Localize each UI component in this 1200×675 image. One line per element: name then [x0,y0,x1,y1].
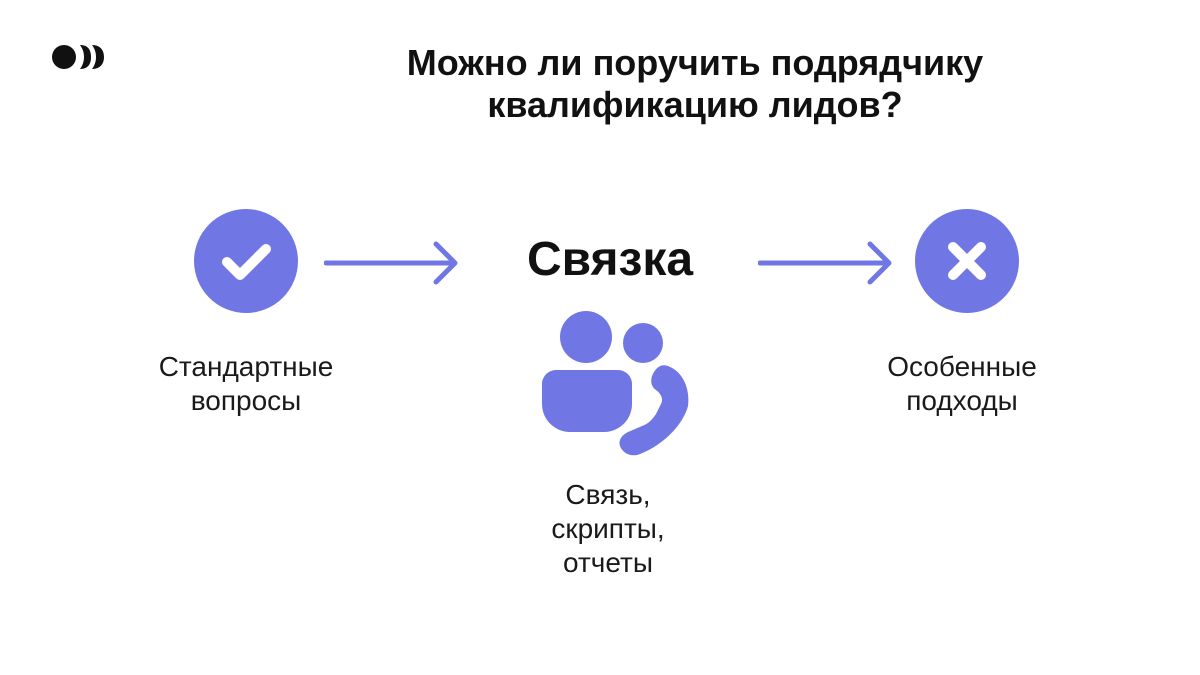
right-caption: Особенные подходы [832,350,1092,418]
check-icon [194,209,298,313]
title-line-1: Можно ли поручить подрядчику [406,42,984,83]
logo-icon [51,44,105,70]
arrow-right-icon [757,238,894,288]
title-line-2: квалификацию лидов? [487,84,903,125]
left-caption: Стандартные вопросы [116,350,376,418]
arrow-right-icon [323,238,460,288]
people-phone-icon [538,306,692,456]
right-caption-line-2: подходы [906,385,1018,416]
page-title: Можно ли поручить подрядчику квалификаци… [0,42,1200,126]
center-caption-line-3: отчеты [563,547,653,578]
left-caption-line-2: вопросы [190,385,302,416]
left-caption-line-1: Стандартные [158,351,334,382]
center-caption-line-1: Связь, [565,479,651,510]
center-caption: Связь, скрипты, отчеты [480,478,736,580]
center-label: Связка [526,233,694,286]
cross-icon [915,209,1019,313]
center-caption-line-2: скрипты, [551,513,665,544]
right-caption-line-1: Особенные [887,351,1037,382]
